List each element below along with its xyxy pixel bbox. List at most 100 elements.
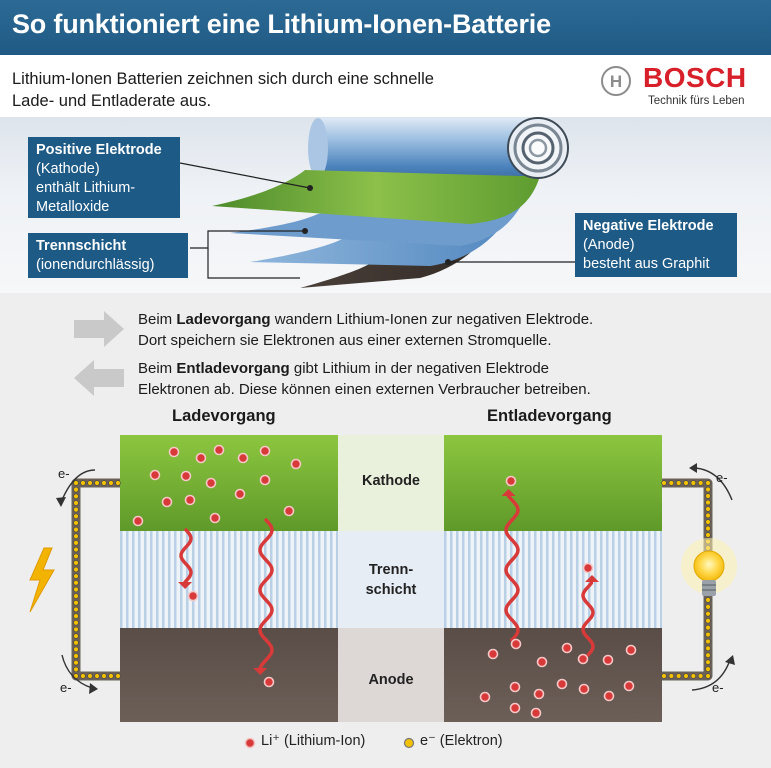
arrowhead-charge-bottom bbox=[89, 683, 98, 694]
electron-dot bbox=[73, 620, 79, 626]
legend-electron-dot bbox=[403, 737, 415, 749]
layer-label-trenn-1: Trenn- bbox=[368, 562, 414, 578]
electron-dot bbox=[94, 480, 100, 486]
arc-charge-bottom bbox=[61, 654, 93, 689]
electron-dot bbox=[690, 480, 697, 486]
lithium-ion bbox=[161, 496, 173, 508]
lithium-ion bbox=[556, 678, 568, 690]
label-positive-line2: (Kathode) bbox=[36, 161, 100, 177]
ion-path-arrowheads bbox=[178, 489, 599, 675]
charge-separator-layer bbox=[120, 531, 338, 628]
lithium-ion bbox=[505, 475, 517, 487]
arc-charge-top bbox=[61, 469, 96, 501]
lithium-ion bbox=[479, 691, 491, 703]
explain-discharge-keyword: Entladevorgang bbox=[176, 360, 290, 377]
electron-dot bbox=[73, 626, 79, 633]
electron-dot bbox=[705, 506, 711, 512]
electron-dot bbox=[73, 613, 79, 619]
electron-dot bbox=[73, 513, 79, 519]
label-negative-title: Negative Elektrode bbox=[583, 218, 714, 234]
lithium-ion bbox=[132, 515, 144, 527]
lithium-ion bbox=[625, 644, 637, 656]
ion-path-discharge-2-head bbox=[584, 575, 599, 582]
lithium-ion bbox=[237, 452, 249, 464]
lithium-ion bbox=[510, 638, 522, 650]
lithium-ion bbox=[259, 474, 271, 486]
electron-dot bbox=[661, 480, 667, 486]
bosch-logo: BOSCH bbox=[643, 62, 747, 93]
roll-spiral-4 bbox=[528, 138, 548, 158]
electron-dot bbox=[87, 480, 93, 486]
electron-dot bbox=[94, 673, 100, 679]
lithium-ion bbox=[187, 590, 199, 602]
electron-dot bbox=[73, 500, 79, 506]
electron-dot bbox=[705, 666, 711, 672]
lightning-bolt-icon bbox=[29, 547, 55, 613]
ion-path-charge-1 bbox=[179, 528, 193, 584]
explain-charge-post: wandern Lithium-Ionen zur negativen Elek… bbox=[270, 311, 594, 328]
bosch-tagline: Technik fürs Leben bbox=[648, 95, 745, 107]
charge-wire bbox=[71, 478, 120, 681]
electron-dot bbox=[683, 480, 689, 486]
lithium-ion bbox=[602, 654, 614, 666]
electron-dot bbox=[73, 486, 79, 493]
electron-dot bbox=[115, 480, 121, 486]
label-positive-electrode: Positive Elektrode (Kathode) enthält Lit… bbox=[28, 137, 180, 218]
electron-dot bbox=[73, 640, 79, 646]
electron-dot bbox=[675, 480, 682, 486]
electron-dot bbox=[705, 673, 711, 679]
lithium-ion bbox=[259, 445, 271, 457]
lithium-ion bbox=[530, 707, 542, 719]
explain-charge-keyword: Ladevorgang bbox=[176, 311, 271, 328]
explain-charge: Beim Ladevorgang wandern Lithium-Ionen z… bbox=[138, 309, 738, 351]
electron-label: e- bbox=[58, 466, 70, 481]
connector-positive bbox=[179, 162, 311, 189]
lithium-ion bbox=[577, 653, 589, 665]
electron-dot bbox=[705, 597, 711, 603]
electron-dot bbox=[683, 673, 689, 679]
explain-discharge-post: gibt Lithium in der negativen Elektrode bbox=[289, 360, 550, 377]
electron-dot bbox=[73, 586, 79, 593]
legend-ion-dot bbox=[244, 737, 256, 749]
electron-dot bbox=[690, 673, 697, 679]
electron-dot bbox=[80, 673, 86, 679]
electron-dot bbox=[705, 512, 711, 519]
layer-label-kathode: Kathode bbox=[362, 473, 420, 489]
connector-negative-dot bbox=[445, 259, 451, 265]
electron-dot bbox=[705, 532, 711, 538]
lithium-ion bbox=[234, 488, 246, 500]
electron-dot bbox=[73, 553, 79, 559]
electron-dot bbox=[73, 600, 79, 606]
electron-dot bbox=[705, 480, 711, 486]
lithium-ion bbox=[290, 458, 302, 470]
electron-dot bbox=[73, 520, 79, 526]
electron-dot bbox=[73, 593, 79, 599]
connector-separator-dot bbox=[302, 228, 308, 234]
electron-dot bbox=[73, 533, 79, 539]
lithium-ion bbox=[149, 469, 161, 481]
ion-path-discharge-1 bbox=[504, 494, 520, 642]
electron-dot bbox=[705, 631, 711, 638]
layer-label-trennschicht: Trenn- schicht bbox=[338, 560, 444, 600]
arc-discharge-top bbox=[694, 467, 733, 501]
intro-line-2: Lade- und Entladerate aus. bbox=[12, 92, 212, 110]
lithium-ion bbox=[487, 648, 499, 660]
electron-dot bbox=[73, 480, 79, 486]
arrow-right-icon bbox=[74, 311, 124, 347]
lithium-ion bbox=[561, 642, 573, 654]
lithium-ions bbox=[132, 444, 637, 719]
connector-positive-dot bbox=[307, 185, 313, 191]
label-negative-line2: (Anode) bbox=[583, 237, 635, 253]
electron-dot bbox=[73, 506, 79, 513]
electron-dot bbox=[661, 673, 667, 679]
discharge-separator-layer bbox=[444, 531, 662, 628]
page-title: So funktioniert eine Lithium-Ionen-Batte… bbox=[12, 9, 551, 39]
roll-body bbox=[318, 118, 538, 178]
electron-dot bbox=[705, 645, 711, 652]
ion-path-charge-1-head bbox=[178, 582, 193, 589]
electron-flow-arcs bbox=[61, 467, 733, 691]
arrowhead-discharge-top bbox=[689, 463, 697, 473]
electron-dot bbox=[668, 480, 675, 486]
electron-dot bbox=[705, 493, 711, 499]
